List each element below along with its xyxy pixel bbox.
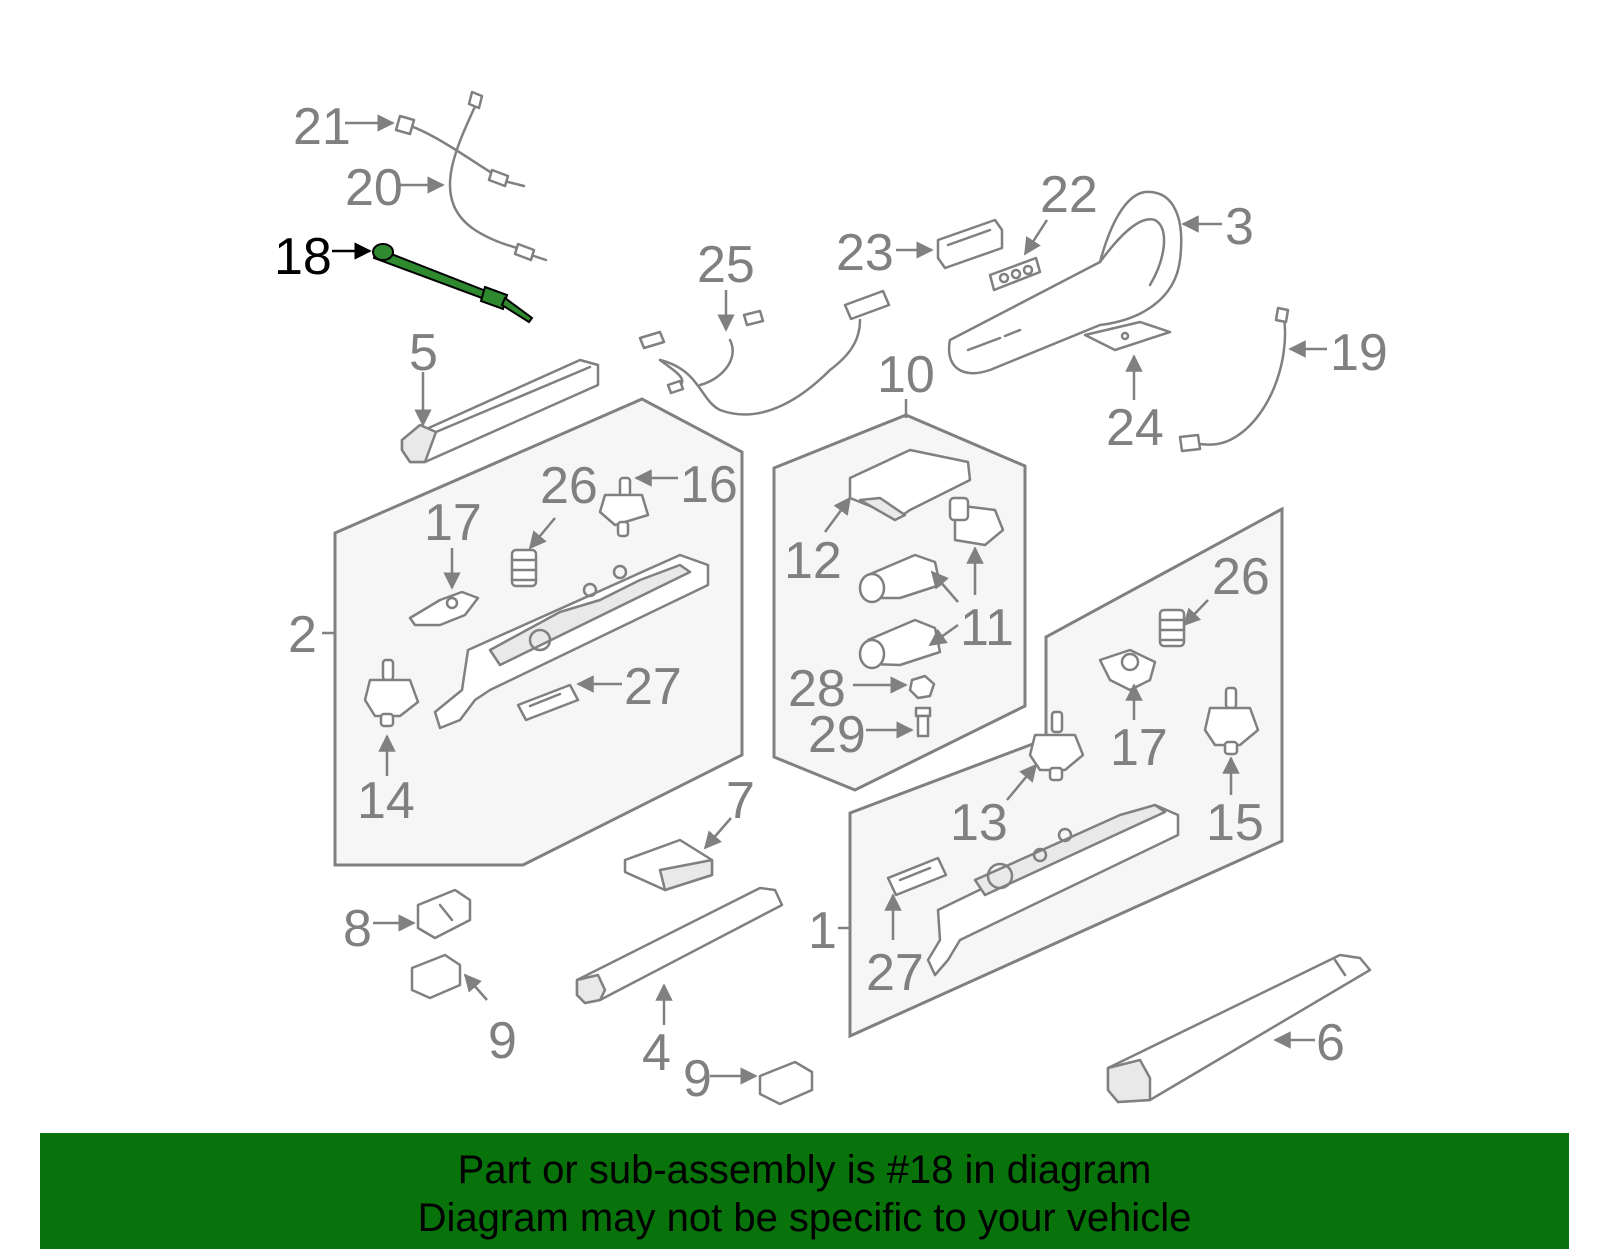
part-11-motor-upper[interactable]: [948, 496, 1005, 547]
part-9-cap-lower[interactable]: [758, 1060, 814, 1106]
part-26-spring-right[interactable]: [1158, 608, 1186, 648]
part-26-spring-left[interactable]: [510, 548, 538, 588]
label-14: 14: [357, 772, 415, 830]
label-7: 7: [726, 772, 755, 830]
part-2-seat-track-left[interactable]: [433, 553, 710, 730]
label-19: 19: [1330, 324, 1388, 382]
part-27-switch-right[interactable]: [886, 856, 948, 897]
part-24-bracket[interactable]: [1083, 320, 1172, 352]
label-16: 16: [680, 456, 738, 514]
label-27-right: 27: [866, 944, 924, 1002]
banner-line-part-info: Part or sub-assembly is #18 in diagram: [457, 1148, 1152, 1192]
part-17-bracket-right[interactable]: [1098, 648, 1157, 692]
label-17-left: 17: [424, 494, 482, 552]
label-26-right: 26: [1212, 548, 1270, 606]
part-15-motor-right[interactable]: [1203, 686, 1260, 756]
part-25-harness[interactable]: [638, 289, 891, 416]
info-banner: Part or sub-assembly is #18 in diagram D…: [40, 1133, 1569, 1249]
label-21: 21: [293, 98, 351, 156]
part-8-cap[interactable]: [416, 888, 472, 940]
label-1: 1: [808, 902, 837, 960]
callout-labels: 21 20 18 5 25 23 22 3 19 24 10 12 11 28 …: [274, 98, 1388, 1108]
part-21-cable[interactable]: [394, 114, 526, 188]
part-1-seat-track-right[interactable]: [926, 803, 1180, 977]
label-9-upper: 9: [488, 1012, 517, 1070]
label-17-right: 17: [1110, 719, 1168, 777]
label-11: 11: [960, 599, 1014, 657]
label-24: 24: [1106, 399, 1164, 457]
part-14-motor-left[interactable]: [363, 658, 420, 728]
label-18-highlighted: 18: [274, 228, 332, 286]
part-17-bracket-left[interactable]: [408, 590, 480, 627]
label-2: 2: [288, 606, 317, 664]
label-27-left: 27: [624, 658, 682, 716]
label-9-lower: 9: [683, 1050, 712, 1108]
part-22-switch[interactable]: [988, 256, 1042, 292]
label-20: 20: [345, 159, 403, 217]
part-3-side-shield[interactable]: [947, 190, 1183, 375]
part-29-bolt[interactable]: [914, 706, 932, 738]
part-20-cable[interactable]: [448, 90, 548, 262]
part-9-cap-upper[interactable]: [410, 953, 462, 1000]
part-18-cable-highlighted[interactable]: [372, 243, 534, 324]
part-28-nut[interactable]: [908, 674, 936, 700]
label-29: 29: [808, 706, 866, 764]
label-26-left: 26: [540, 457, 598, 515]
part-5-trim[interactable]: [400, 358, 600, 464]
part-4-trim[interactable]: [575, 886, 784, 1005]
part-7-cover[interactable]: [623, 838, 714, 892]
label-4: 4: [642, 1024, 671, 1082]
label-3: 3: [1225, 198, 1254, 256]
label-28: 28: [788, 660, 846, 718]
part-19-cable[interactable]: [1178, 306, 1290, 453]
leader-lines: [322, 114, 1327, 1085]
label-15: 15: [1206, 794, 1264, 852]
label-8: 8: [343, 900, 372, 958]
part-12-bracket[interactable]: [848, 448, 972, 522]
label-6: 6: [1316, 1014, 1345, 1072]
label-25: 25: [697, 236, 755, 294]
label-12: 12: [784, 532, 842, 590]
label-22: 22: [1040, 166, 1098, 224]
part-11-motor-lower[interactable]: [858, 618, 942, 670]
part-11-motor-middle[interactable]: [858, 553, 942, 604]
part-16-motor-left[interactable]: [598, 476, 650, 538]
label-13: 13: [950, 794, 1008, 852]
part-23-switch[interactable]: [936, 218, 1004, 270]
part-6-trim[interactable]: [1106, 953, 1372, 1104]
part-13-motor-right[interactable]: [1028, 710, 1085, 782]
banner-line-disclaimer: Diagram may not be specific to your vehi…: [417, 1196, 1192, 1240]
label-23: 23: [836, 224, 894, 282]
part-27-switch-left[interactable]: [516, 683, 580, 722]
label-10: 10: [877, 346, 935, 404]
label-5: 5: [409, 324, 438, 382]
